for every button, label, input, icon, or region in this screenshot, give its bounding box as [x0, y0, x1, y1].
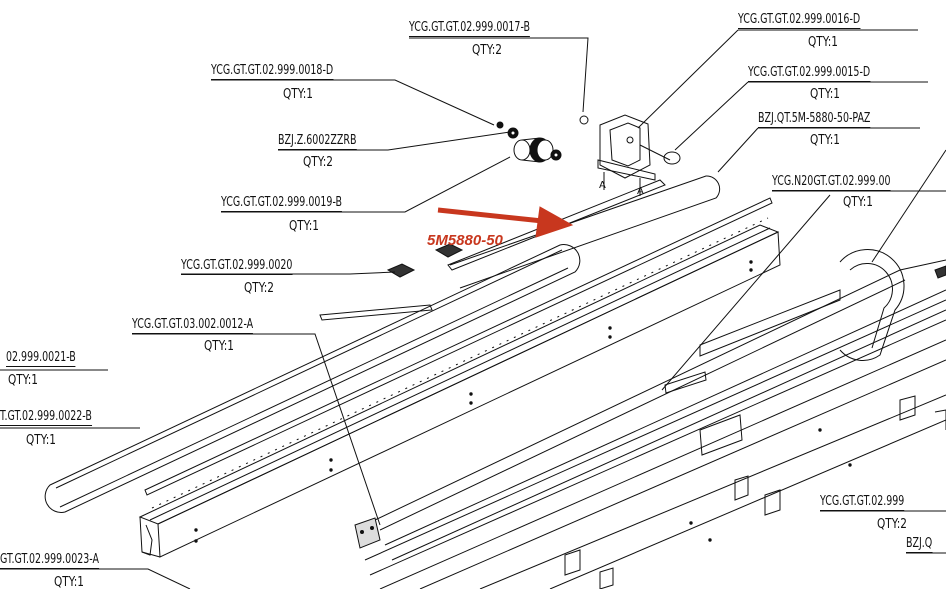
callout-0019-part: YCG.GT.GT.02.999.0019-B: [221, 194, 342, 212]
rear-rail-assembly: [364, 249, 946, 589]
callout-5m-qty: QTY:1: [810, 132, 841, 148]
leader-lines: [0, 29, 946, 589]
callout-0012-qty: QTY:1: [204, 338, 235, 354]
callout-0020-qty: QTY:2: [244, 280, 275, 296]
callout-n20-qty: QTY:1: [843, 194, 874, 210]
callout-0020-part: YCG.GT.GT.02.999.0020: [181, 257, 293, 275]
section-mark-a-right: A: [637, 186, 644, 197]
callout-0023-qty: QTY:1: [54, 574, 85, 590]
bracket-assembly: [449, 114, 721, 289]
callout-0023-part: GT.GT.02.999.0023-A: [0, 551, 99, 569]
section-mark-a-left: A: [599, 180, 606, 191]
annotation-label: 5M5880-50: [427, 232, 503, 249]
callout-0015-part: YCG.GT.GT.02.999.0015-D: [748, 64, 871, 82]
callout-0021-part: 02.999.0021-B: [6, 349, 76, 367]
callout-6002-part: BZJ.Z.6002ZZRB: [278, 132, 357, 150]
callout-0012-part: YCG.GT.GT.03.002.0012-A: [132, 316, 254, 334]
callout-0021-qty: QTY:1: [8, 372, 39, 388]
small-hardware: [354, 517, 381, 549]
callout-0019-qty: QTY:1: [289, 218, 320, 234]
front-rail-assembly: [44, 179, 781, 558]
callout-0018-part: YCG.GT.GT.02.999.0018-D: [211, 62, 334, 80]
callout-6002-qty: QTY:2: [303, 154, 334, 170]
callout-0022-qty: QTY:1: [26, 432, 57, 448]
callout-0015-qty: QTY:1: [810, 86, 841, 102]
callout-0018-qty: QTY:1: [283, 86, 314, 102]
callout-0022-part: T.GT.02.999.0022-B: [0, 408, 92, 426]
callout-5m-part: BZJ.QT.5M-5880-50-PAZ: [758, 110, 871, 128]
callout-0016-qty: QTY:1: [808, 34, 839, 50]
callout-0016-part: YCG.GT.GT.02.999.0016-D: [738, 11, 861, 29]
callout-right1-part: YCG.GT.GT.02.999: [820, 493, 905, 511]
callout-0017-part: YCG.GT.GT.02.999.0017-B: [409, 19, 530, 37]
callout-right2-part: BZJ.Q: [906, 535, 933, 553]
callout-n20-part: YCG.N20GT.GT.02.999.00: [772, 173, 891, 191]
pad-parts: [386, 243, 464, 278]
callout-0017-qty: QTY:2: [472, 42, 503, 58]
annotation-arrow: [437, 206, 574, 238]
callout-right1-qty: QTY:2: [877, 516, 908, 532]
